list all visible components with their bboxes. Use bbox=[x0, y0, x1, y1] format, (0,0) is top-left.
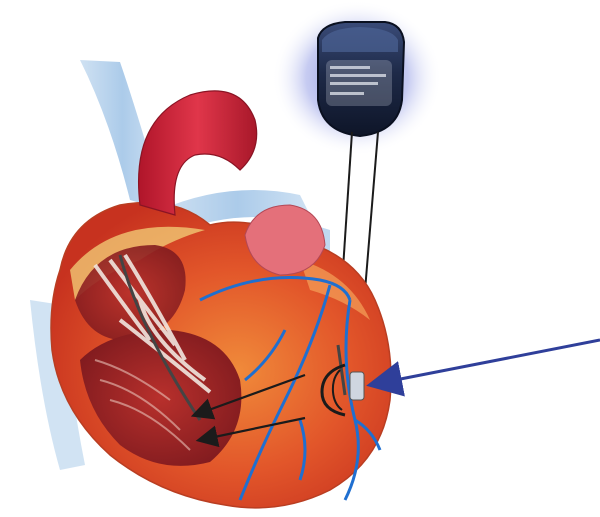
pacemaker-icon bbox=[272, 0, 442, 156]
lead-electrode bbox=[350, 372, 364, 400]
pointer-arrow-icon bbox=[375, 340, 600, 384]
